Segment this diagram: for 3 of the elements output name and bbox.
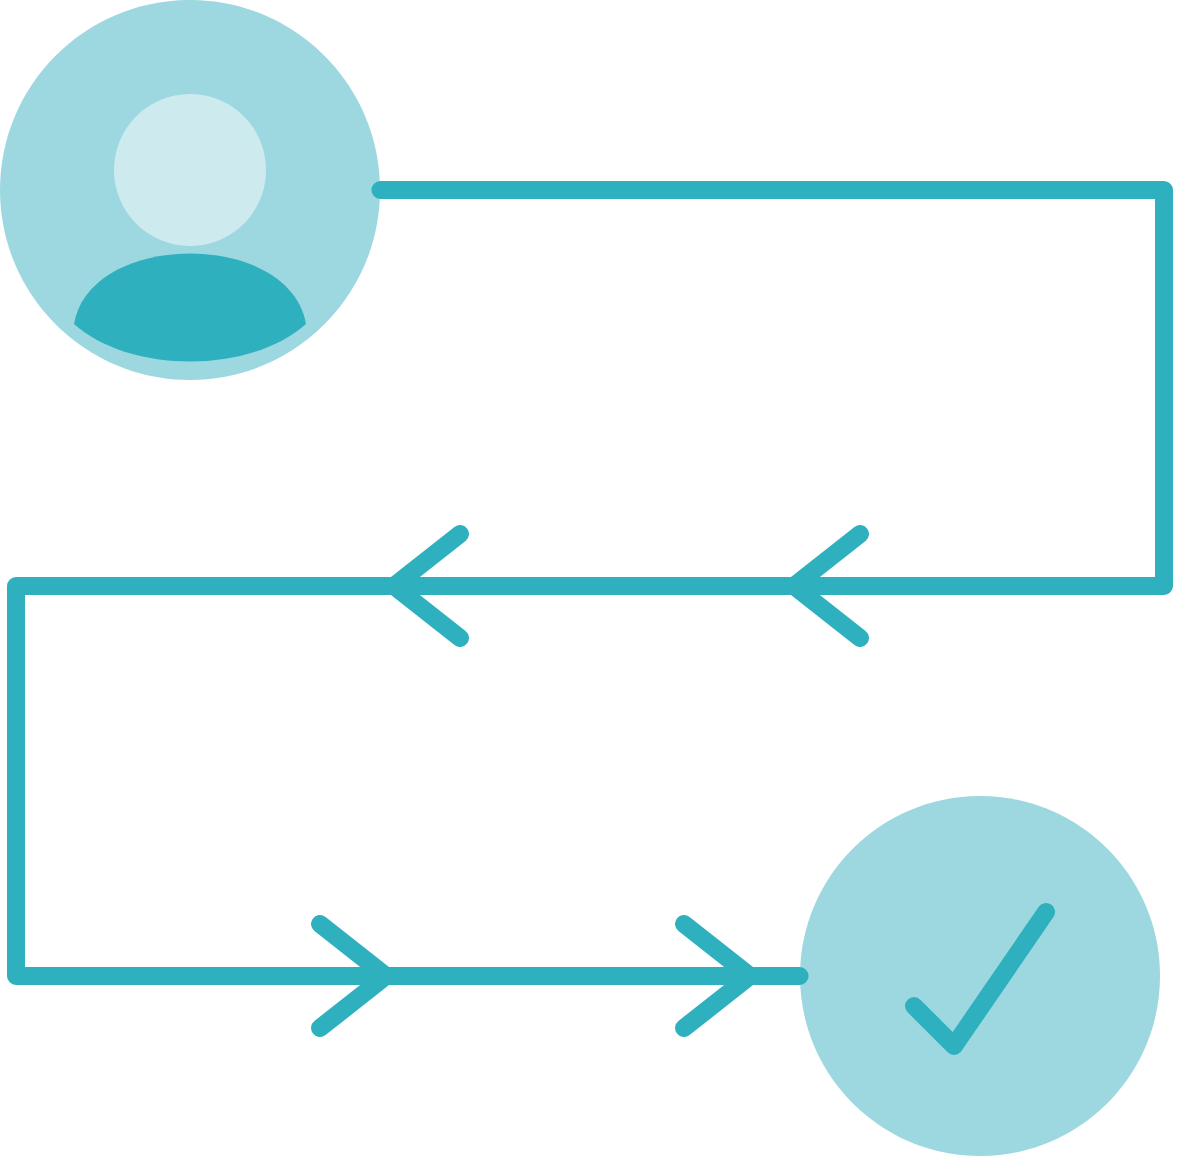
user-avatar [0, 0, 380, 380]
checkmark-circle [800, 796, 1160, 1156]
arrow [7, 181, 1173, 1037]
